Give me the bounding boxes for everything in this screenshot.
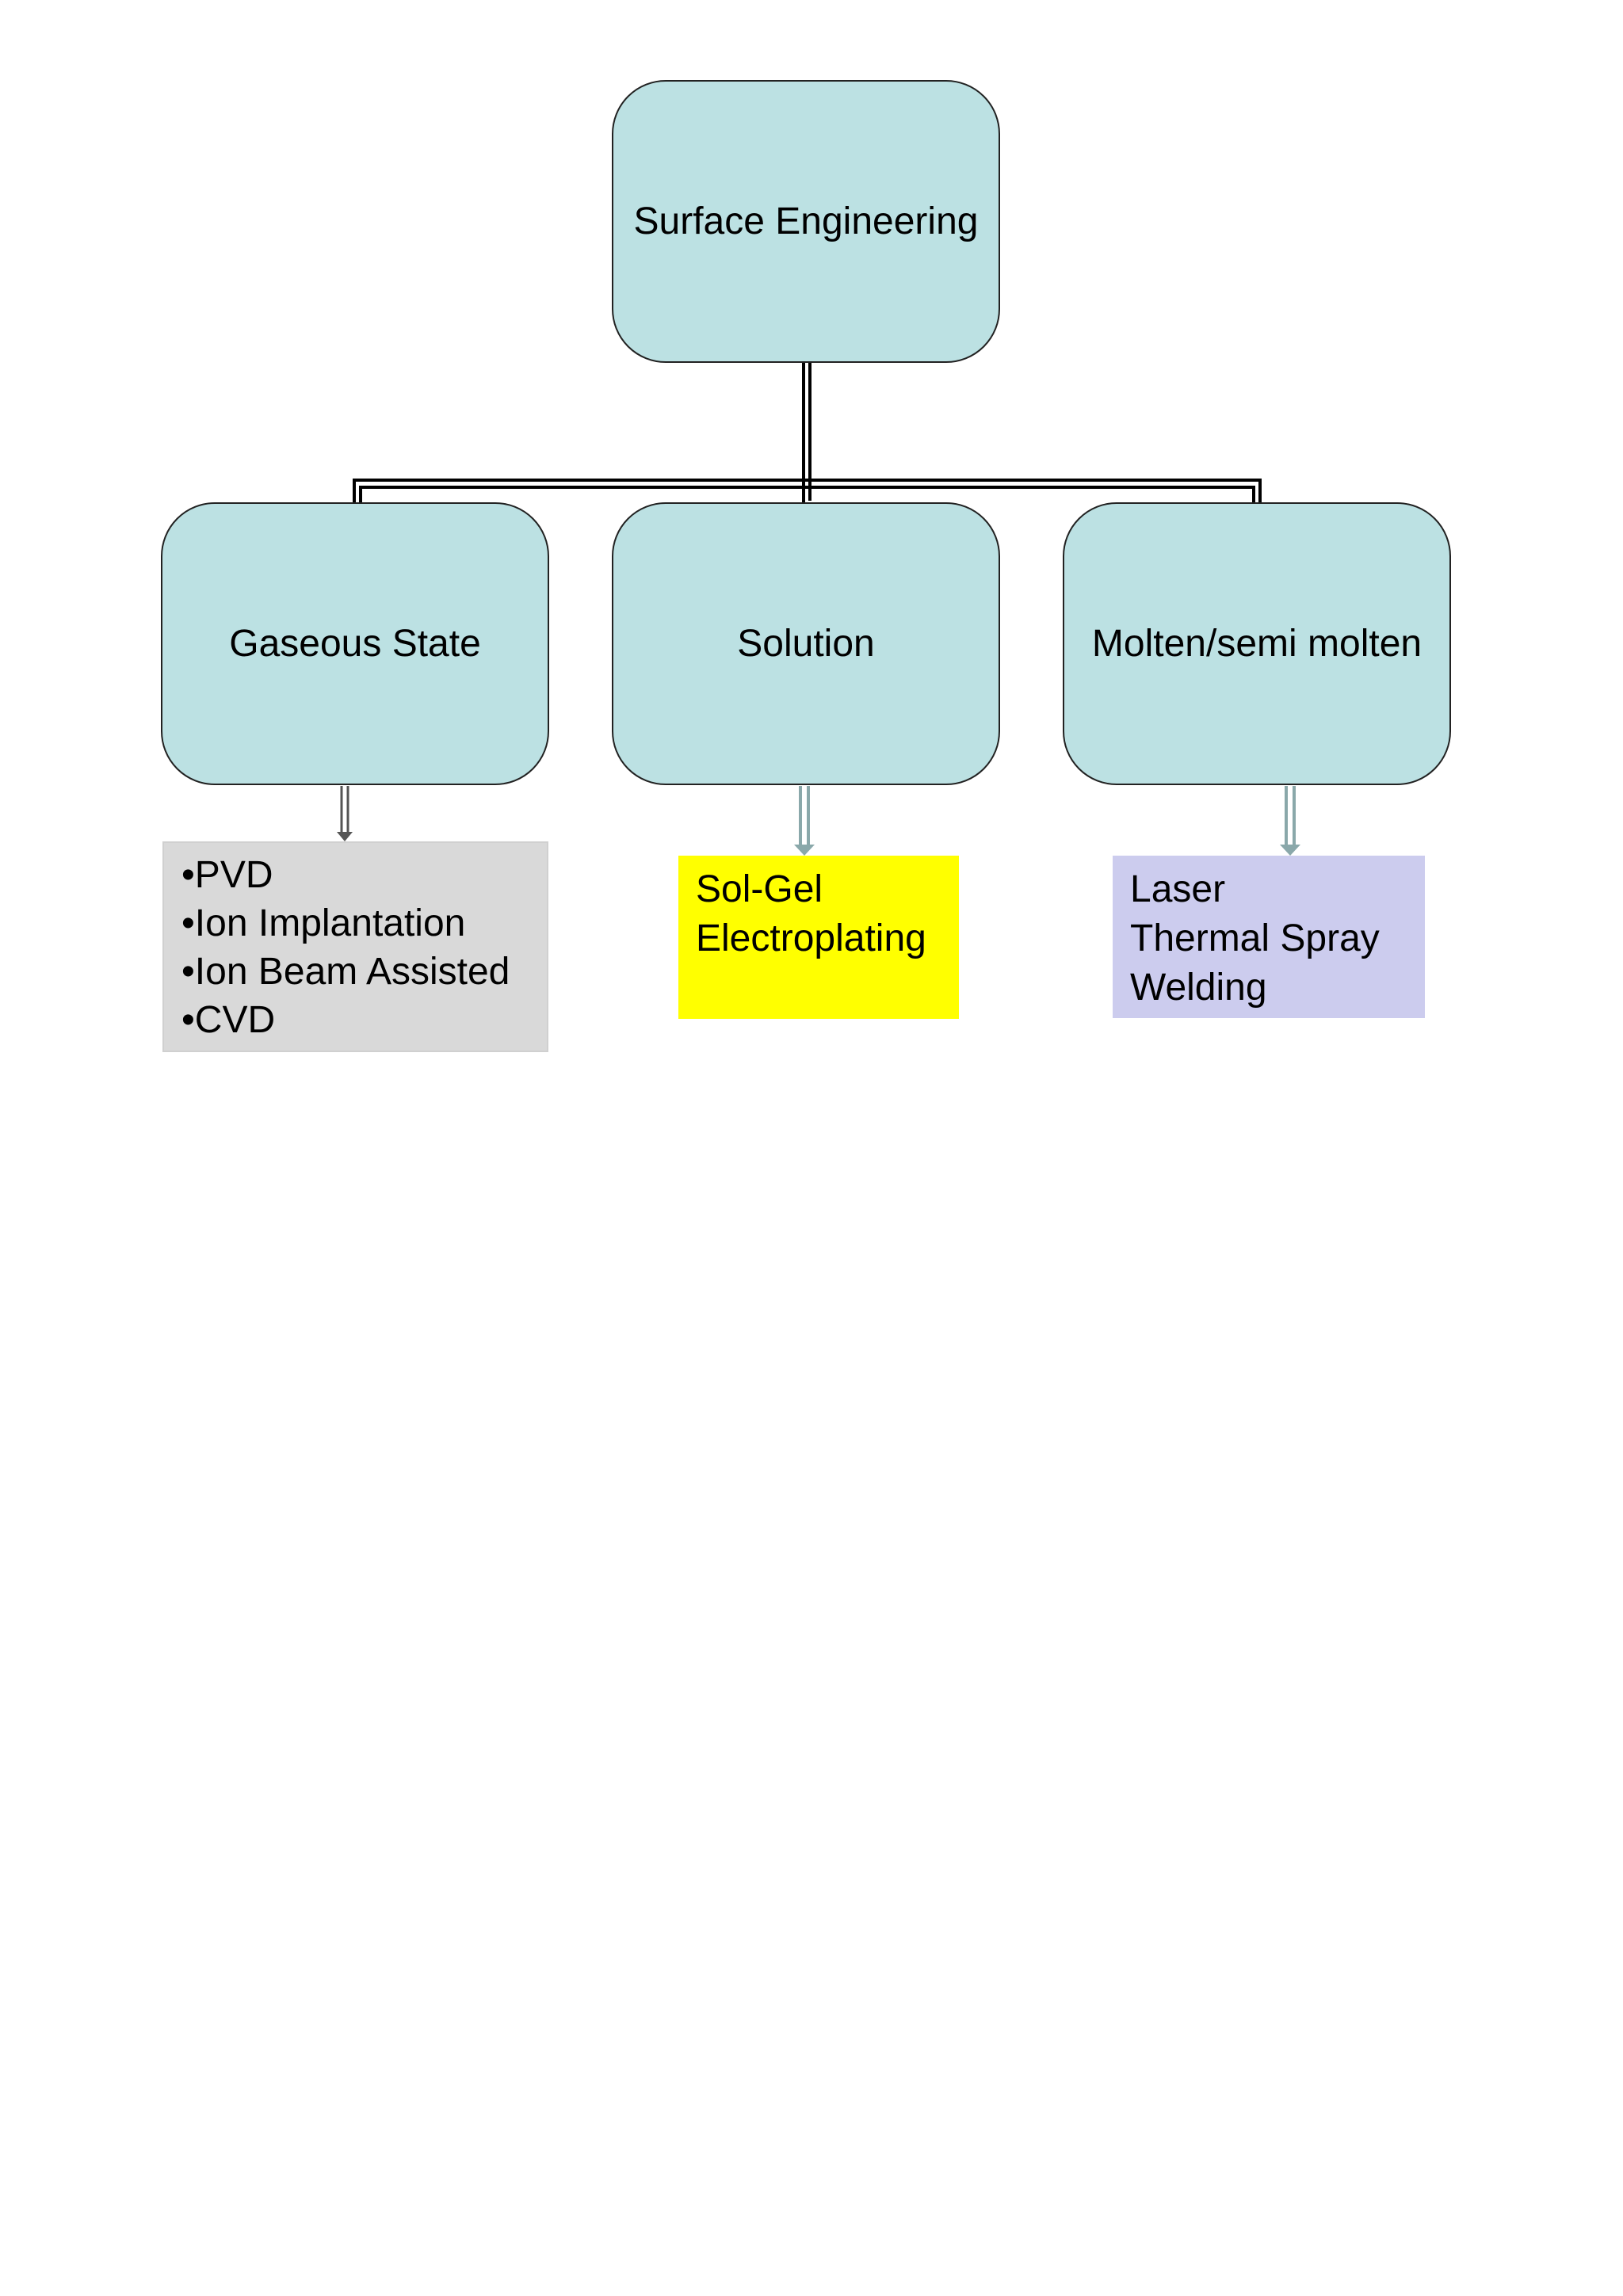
leaf-item-ion-implantation: •Ion Implantation — [181, 902, 466, 944]
leaf-item-cvd: •CVD — [181, 999, 276, 1041]
leaf-item-thermal-spray: Thermal Spray — [1130, 917, 1380, 959]
category-label-molten: Molten/semi molten — [1091, 622, 1423, 665]
leaf-item-laser: Laser — [1130, 868, 1226, 910]
category-node-solution: Solution — [612, 502, 1000, 785]
leaf-item-welding: Welding — [1130, 967, 1267, 1009]
category-node-molten: Molten/semi molten — [1063, 502, 1451, 785]
leaf-box-solution: Sol-Gel Electroplating — [678, 856, 959, 1019]
category-label-gaseous-state: Gaseous State — [229, 622, 481, 665]
arrow-solution — [794, 786, 815, 856]
leaf-item-ion-beam-assisted: •Ion Beam Assisted — [181, 951, 510, 993]
root-node-label: Surface Engineering — [633, 200, 979, 242]
leaf-box-molten: Laser Thermal Spray Welding — [1113, 856, 1425, 1018]
leaf-item-sol-gel: Sol-Gel — [696, 868, 823, 910]
leaf-item-pvd: •PVD — [181, 854, 273, 896]
leaf-item-electroplating: Electroplating — [696, 917, 926, 959]
leaf-box-gaseous-state: •PVD •Ion Implantation •Ion Beam Assiste… — [162, 841, 548, 1052]
arrow-molten — [1280, 786, 1300, 856]
category-label-solution: Solution — [737, 622, 875, 665]
category-node-gaseous-state: Gaseous State — [161, 502, 549, 785]
arrow-gaseous — [337, 786, 353, 841]
root-node: Surface Engineering — [612, 80, 1000, 363]
